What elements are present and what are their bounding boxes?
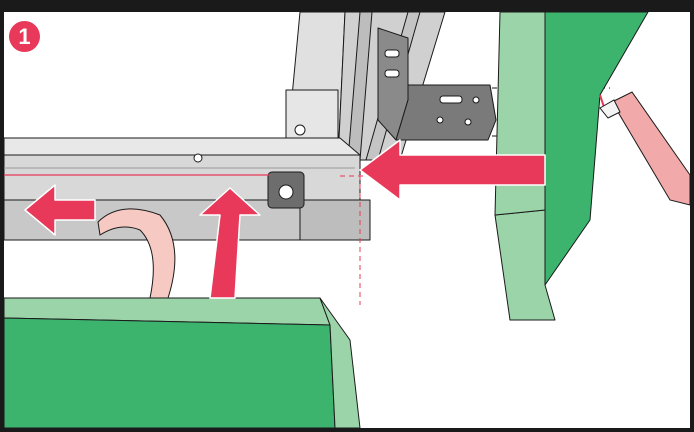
insert-bracket-arrow	[359, 139, 546, 201]
peel-direction-arrow	[24, 184, 96, 236]
bottom-wood-panel	[3, 297, 361, 429]
horizontal-rail	[3, 137, 371, 241]
bracket-icon	[377, 27, 497, 141]
utility-knife-icon	[599, 91, 691, 206]
hinge-bracket	[267, 171, 305, 209]
lift-arrow	[199, 187, 261, 299]
step-number-badge: 1	[9, 21, 40, 52]
